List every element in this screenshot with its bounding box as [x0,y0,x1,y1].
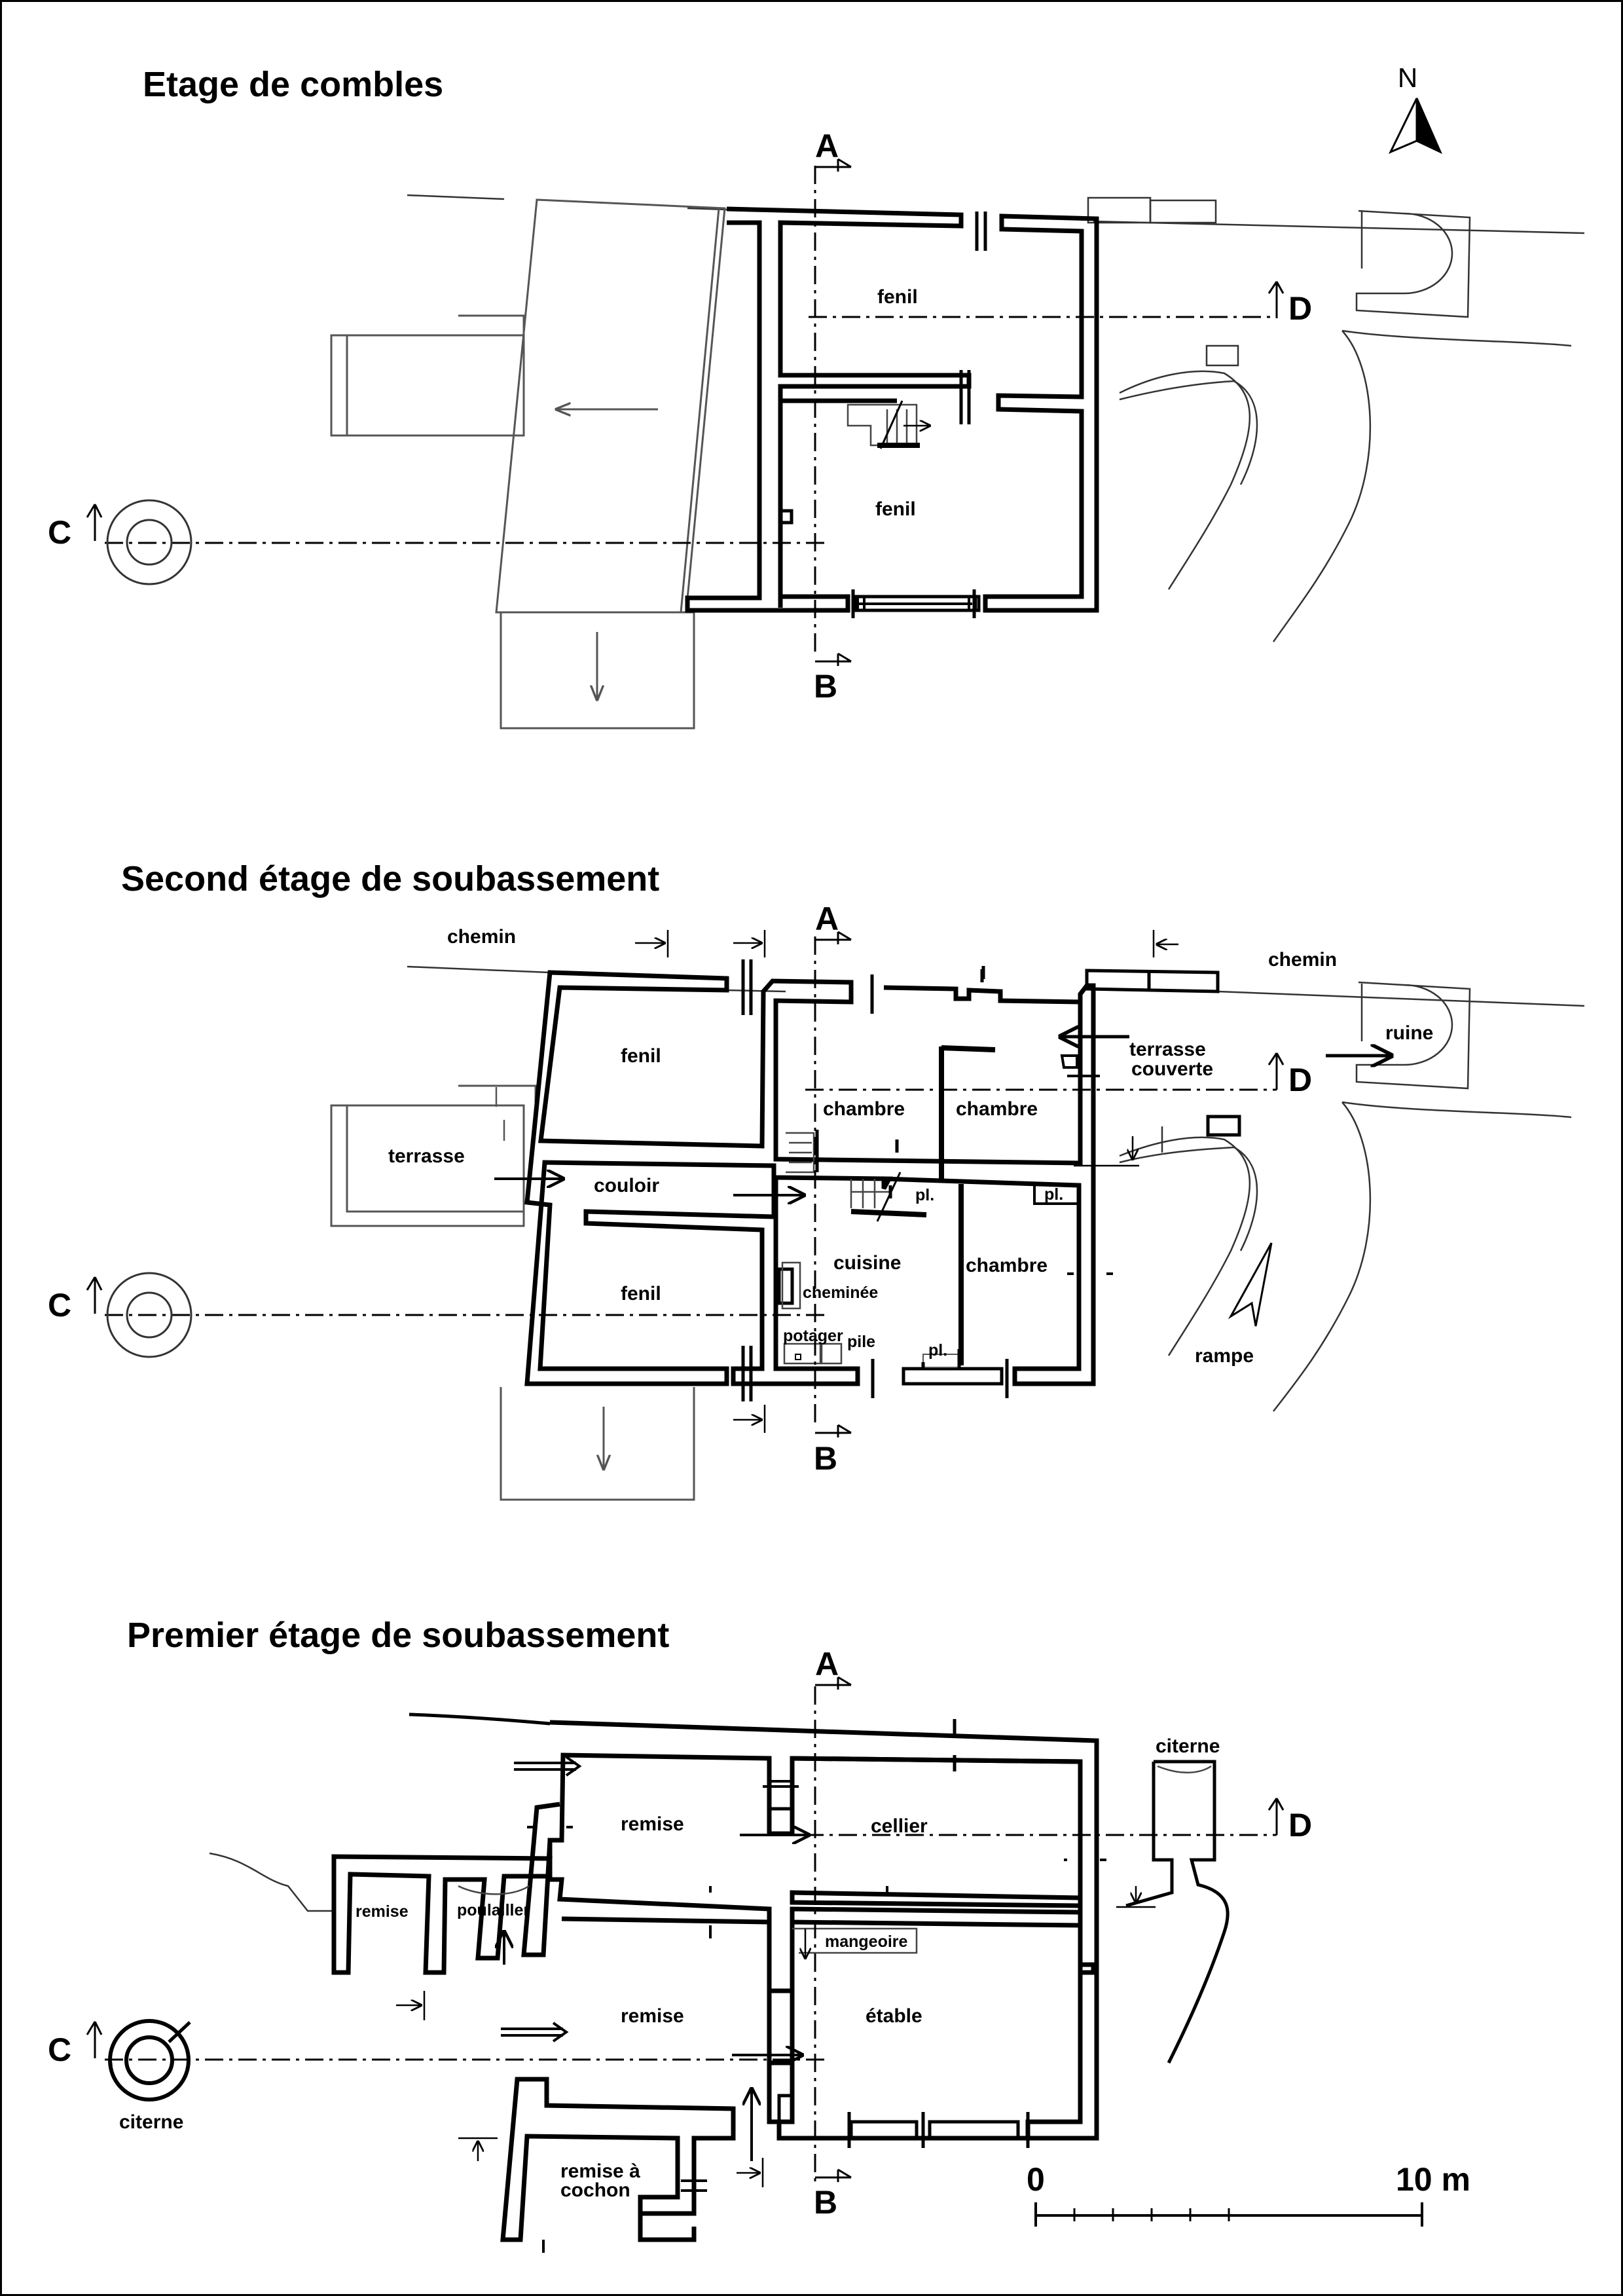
scale-bar: 0 10 m [1027,2161,1470,2227]
room-remise-west: remise [356,1902,409,1921]
plan-title-second: Second étage de soubassement [121,859,659,898]
plan-premier-etage: Premier étage de soubassement [48,1616,1312,2253]
room-cuisine: cuisine [833,1252,901,1274]
label-cheminee: cheminée [803,1284,878,1302]
label-terrasse-couverte-1: terrasse [1129,1039,1206,1060]
scale-end-label: 10 m [1396,2161,1470,2198]
scale-start-label: 0 [1027,2161,1045,2198]
access-arrows [501,1756,582,2043]
room-terrasse: terrasse [388,1145,465,1167]
label-ruine: ruine [1385,1022,1433,1044]
section-mark-c-3: C [48,2031,71,2068]
section-mark-b-2: B [814,1440,837,1477]
plan-title-combles: Etage de combles [143,65,443,104]
label-terrasse-couverte-2: couverte [1131,1058,1213,1080]
room-cellier: cellier [871,1815,928,1837]
room-etable: étable [866,2005,922,2027]
room-poulailler: poulailler [457,1901,530,1919]
room-fenil-south: fenil [875,498,916,520]
room-couloir: couloir [594,1175,659,1196]
label-chemin-west: chemin [447,926,516,948]
plan-etage-de-combles: Etage de combles [48,65,1585,730]
room-chambre-1: chambre [823,1098,905,1120]
room-fenil-north: fenil [877,286,918,308]
label-citerne-east: citerne [1156,1735,1220,1757]
section-mark-c-2: C [48,1287,71,1324]
label-chemin-east: chemin [1268,949,1337,971]
room-remise-north: remise [621,1813,684,1835]
room-chambre-2: chambre [956,1098,1038,1120]
label-pl-3: pl. [928,1341,947,1360]
section-mark-d: D [1288,290,1312,327]
plan-title-premier: Premier étage de soubassement [127,1616,669,1655]
label-potager: potager [783,1327,843,1345]
label-rampe: rampe [1195,1345,1254,1367]
section-mark-b: B [814,668,837,705]
north-arrow: N [1388,62,1442,155]
label-mangeoire: mangeoire [825,1933,908,1951]
section-mark-a: A [815,128,839,164]
plan-second-etage: Second étage de soubassement chemin chem… [48,859,1585,1501]
label-pl-1: pl. [915,1186,934,1204]
label-pile: pile [847,1333,875,1351]
label-pl-2: pl. [1044,1185,1063,1204]
north-label: N [1398,62,1417,93]
section-mark-c: C [48,514,71,551]
section-mark-a-3: A [815,1646,839,1682]
room-fenil-nw: fenil [621,1045,661,1067]
room-remise-cochon-1: remise à [560,2160,640,2182]
section-mark-b-3: B [814,2184,837,2221]
room-remise-south: remise [621,2005,684,2027]
section-mark-d-3: D [1288,1807,1312,1843]
room-remise-cochon-2: cochon [560,2179,630,2201]
label-citerne-west: citerne [119,2111,183,2133]
section-mark-d-2: D [1288,1062,1312,1098]
room-fenil-sw: fenil [621,1283,661,1305]
room-chambre-3: chambre [966,1255,1048,1276]
section-mark-a-2: A [815,900,839,937]
